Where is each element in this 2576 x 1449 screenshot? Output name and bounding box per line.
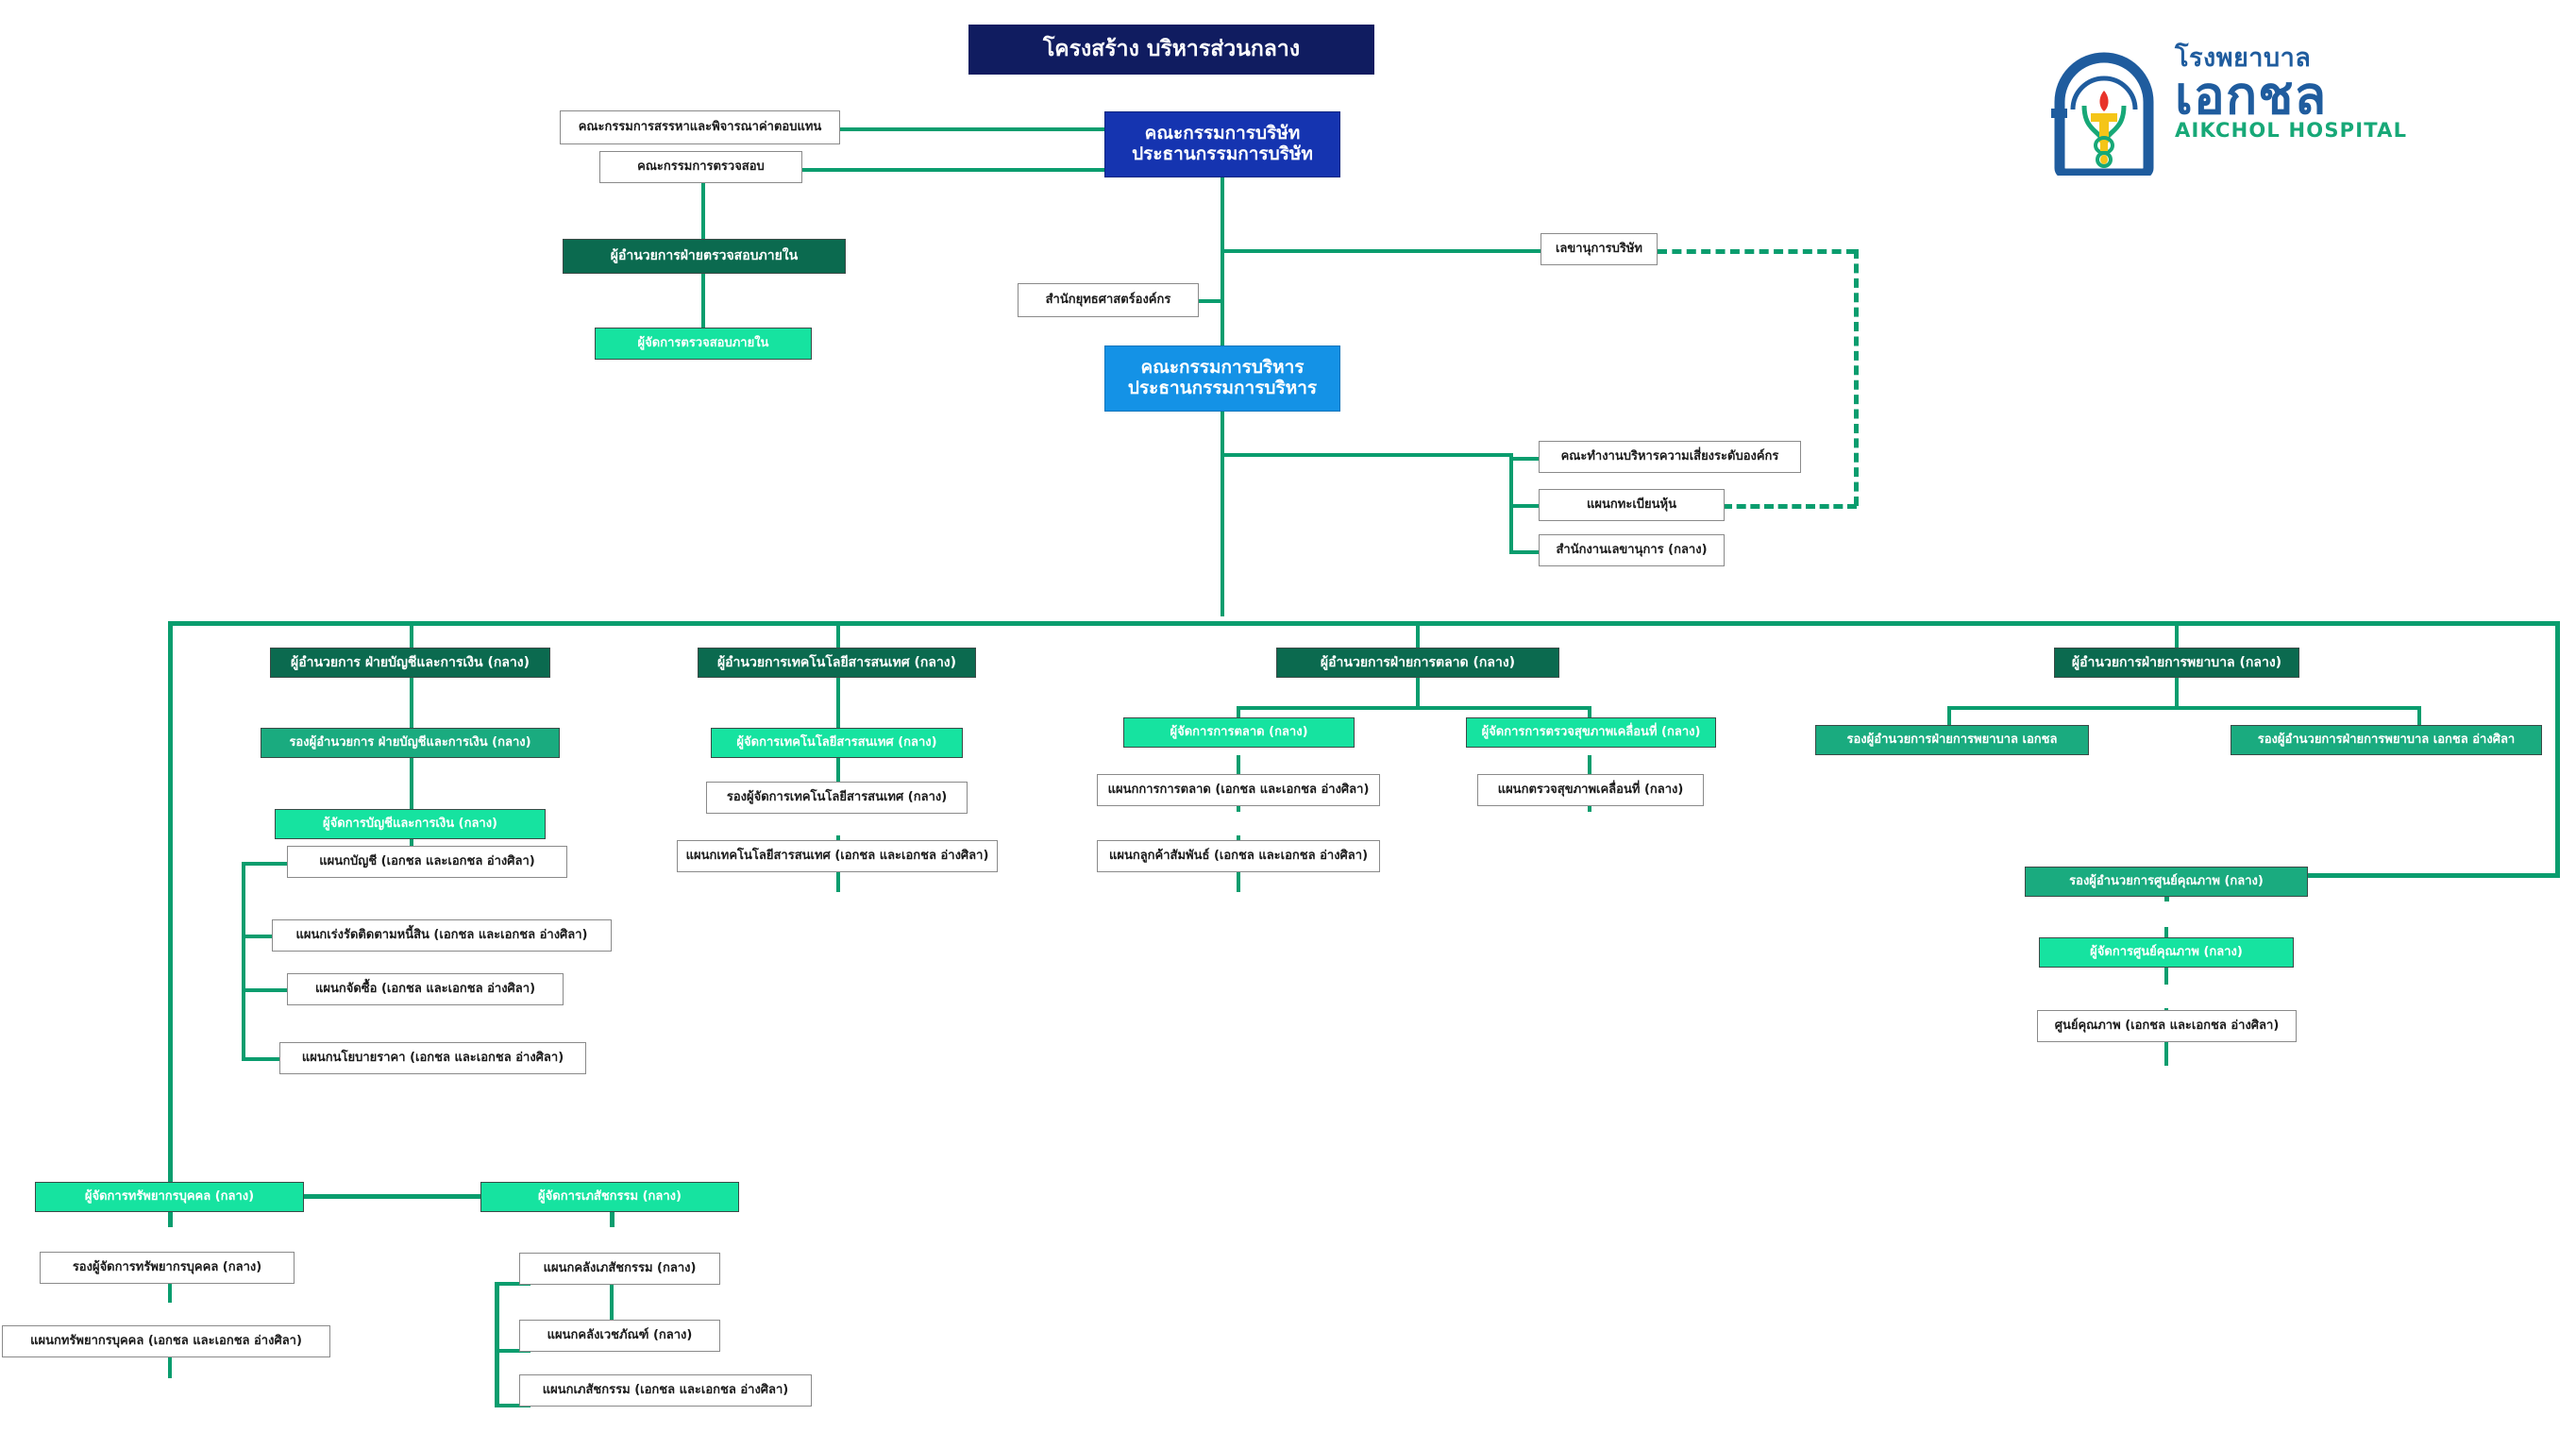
node-finance-manager[interactable]: ผู้จัดการบัญชีและการเงิน (กลาง) <box>275 809 546 839</box>
node-pharmacy-manager[interactable]: ผู้จัดการเภสัชกรรม (กลาง) <box>480 1182 739 1212</box>
node-quality-center[interactable]: ศูนย์คุณภาพ (เอกชล และเอกชล อ่างศิลา) <box>2037 1010 2297 1042</box>
line-it-dir-to-manager <box>836 674 840 731</box>
line-pharmacy-rail-to-dept <box>495 1404 530 1407</box>
node-medical-supplies-store-dept[interactable]: แผนกคลังเวชภัณฑ์ (กลาง) <box>519 1320 720 1352</box>
dashed-line-to-share-registrar <box>1723 504 1857 509</box>
line-bottom-branch-horizontal <box>168 1194 615 1199</box>
line-finance-dir-to-deputy <box>410 674 413 731</box>
line-marketing-split <box>1237 706 1591 710</box>
node-quality-deputy-director[interactable]: รองผู้อำนวยการศูนย์คุณภาพ (กลาง) <box>2025 867 2308 897</box>
line-finance-rail-to-debt <box>242 935 274 938</box>
node-company-secretary[interactable]: เลขานุการบริษัท <box>1541 233 1658 265</box>
line-finance-rail-to-accounting <box>242 862 289 866</box>
main-bus-horizontal <box>168 621 2560 626</box>
node-it-manager[interactable]: ผู้จัดการเทคโนโลยีสารสนเทศ (กลาง) <box>711 728 963 758</box>
node-pharmacy-dept[interactable]: แผนกเภสัชกรรม (เอกชล และเอกชล อ่างศิลา) <box>519 1374 812 1407</box>
node-risk-management-working-group[interactable]: คณะทำงานบริหารความเสี่ยงระดับองค์กร <box>1539 441 1801 473</box>
node-nursing-director[interactable]: ผู้อำนวยการฝ่ายการพยาบาล (กลาง) <box>2054 648 2299 678</box>
node-mobile-health-check-manager[interactable]: ผู้จัดการการตรวจสุขภาพเคลื่อนที่ (กลาง) <box>1466 717 1716 748</box>
dashed-line-secretary-right <box>1658 249 1856 254</box>
node-share-registrar-dept[interactable]: แผนกทะเบียนหุ้น <box>1539 489 1725 521</box>
line-board-spine <box>1221 177 1224 357</box>
line-audit-to-board <box>802 168 1104 172</box>
line-pharmacy-mgr-down <box>610 1254 614 1322</box>
drop-to-marketing-director <box>1416 621 1420 648</box>
node-pharmacy-store-dept[interactable]: แผนกคลังเภสัชกรรม (กลาง) <box>519 1253 720 1285</box>
line-finance-deputy-to-manager <box>410 755 413 812</box>
page-title: โครงสร้าง บริหารส่วนกลาง <box>968 25 1374 75</box>
dashed-line-vertical <box>1854 249 1859 506</box>
aikchol-caduceus-arch-mark <box>2046 47 2162 179</box>
logo-thai-line1: โรงพยาบาล <box>2175 43 2312 73</box>
line-iad-down <box>701 274 705 335</box>
line-pharmacy-rail-to-medsupply <box>495 1349 530 1353</box>
node-finance-director[interactable]: ผู้อำนวยการ ฝ่ายบัญชีและการเงิน (กลาง) <box>270 648 550 678</box>
line-finance-rail-to-procurement <box>242 988 289 992</box>
node-internal-audit-manager[interactable]: ผู้จัดการตรวจสอบภายใน <box>595 328 812 360</box>
node-nursing-deputy-angsila[interactable]: รองผู้อำนวยการฝ่ายการพยาบาล เอกชล อ่างศิ… <box>2231 725 2542 755</box>
node-it-deputy-manager[interactable]: รองผู้จัดการเทคโนโลยีสารสนเทศ (กลาง) <box>706 782 968 814</box>
node-marketing-dept[interactable]: แผนกการการตลาด (เอกชล และเอกชล อ่างศิลา) <box>1097 774 1380 806</box>
line-audit-down <box>701 179 705 241</box>
node-accounting-dept[interactable]: แผนกบัญชี (เอกชล และเอกชล อ่างศิลา) <box>287 846 567 878</box>
logo-text: โรงพยาบาล เอกชล AIKCHOL HOSPITAL <box>2175 45 2413 174</box>
line-pharmacy-rail <box>495 1282 499 1407</box>
line-risk-stub <box>1509 457 1541 461</box>
line-nursing-split <box>1947 706 2421 710</box>
line-finance-manager-to-accounting <box>410 835 413 854</box>
drop-to-it-director <box>836 621 840 648</box>
line-pharmacy-rail-to-store <box>495 1282 530 1286</box>
node-marketing-director[interactable]: ผู้อำนวยการฝ่ายการตลาด (กลาง) <box>1276 648 1559 678</box>
node-customer-relations-dept[interactable]: แผนกลูกค้าสัมพันธ์ (เอกชล และเอกชล อ่างศ… <box>1097 840 1380 872</box>
main-bus-left-vertical <box>168 621 173 1198</box>
drop-to-nursing-director <box>2175 621 2179 648</box>
line-nursing-right-leg <box>2417 706 2421 731</box>
node-nomination-committee[interactable]: คณะกรรมการสรรหาและพิจารณาค่าตอบแทน <box>560 110 840 144</box>
node-secretariat-office-central[interactable]: สำนักงานเลขานุการ (กลาง) <box>1539 534 1725 566</box>
line-exec-to-right-branch <box>1221 453 1513 457</box>
line-share-stub <box>1509 504 1541 508</box>
line-quality-branch-horizontal <box>2164 873 2560 878</box>
line-marketing-dir-down <box>1416 674 1420 708</box>
node-internal-audit-director[interactable]: ผู้อำนวยการฝ่ายตรวจสอบภายใน <box>563 239 846 274</box>
line-board-to-secretary <box>1221 249 1541 253</box>
line-exec-spine-down <box>1221 412 1224 616</box>
node-quality-manager[interactable]: ผู้จัดการศูนย์คุณภาพ (กลาง) <box>2039 937 2294 968</box>
line-secretariat-stub <box>1509 550 1541 554</box>
main-bus-right-vertical <box>2555 621 2560 877</box>
node-audit-committee[interactable]: คณะกรรมการตรวจสอบ <box>599 151 802 183</box>
logo-thai-line2: เอกชล <box>2175 65 2328 126</box>
node-procurement-dept[interactable]: แผนกจัดซื้อ (เอกชล และเอกชล อ่างศิลา) <box>287 973 564 1005</box>
line-finance-rail-to-pricing <box>242 1057 281 1061</box>
node-it-director[interactable]: ผู้อำนวยการเทคโนโลยีสารสนเทศ (กลาง) <box>698 648 976 678</box>
node-hr-dept[interactable]: แผนกทรัพยากรบุคคล (เอกชล และเอกชล อ่างศิ… <box>2 1325 330 1357</box>
line-finance-rail <box>242 862 245 1061</box>
line-nursing-left-leg <box>1947 706 1951 731</box>
node-executive-committee[interactable]: คณะกรรมการบริหาร ประธานกรรมการบริหาร <box>1104 345 1340 412</box>
node-it-dept[interactable]: แผนกเทคโนโลยีสารสนเทศ (เอกชล และเอกชล อ่… <box>677 840 998 872</box>
node-corporate-strategy-office[interactable]: สำนักยุทธศาสตร์องค์กร <box>1018 283 1199 317</box>
node-hr-deputy-manager[interactable]: รองผู้จัดการทรัพยากรบุคคล (กลาง) <box>40 1252 295 1284</box>
node-board-of-directors[interactable]: คณะกรรมการบริษัท ประธานกรรมการบริษัท <box>1104 111 1340 177</box>
node-nursing-deputy-aikchol[interactable]: รองผู้อำนวยการฝ่ายการพยาบาล เอกชล <box>1815 725 2089 755</box>
node-debt-collection-dept[interactable]: แผนกเร่งรัดติดตามหนี้สิน (เอกชล และเอกชล… <box>272 919 612 952</box>
hospital-logo: โรงพยาบาล เอกชล AIKCHOL HOSPITAL <box>2046 45 2415 179</box>
line-strategy-to-spine <box>1199 299 1224 303</box>
node-mobile-health-check-dept[interactable]: แผนกตรวจสุขภาพเคลื่อนที่ (กลาง) <box>1477 774 1704 806</box>
line-nursing-dir-down <box>2175 674 2179 708</box>
line-right-branch-vert <box>1509 453 1513 553</box>
drop-to-finance-director <box>410 621 413 648</box>
node-hr-manager[interactable]: ผู้จัดการทรัพยากรบุคคล (กลาง) <box>35 1182 304 1212</box>
node-pricing-policy-dept[interactable]: แผนกนโยบายราคา (เอกชล และเอกชล อ่างศิลา) <box>279 1042 586 1074</box>
line-nomination-to-board <box>840 127 1104 131</box>
node-finance-deputy-director[interactable]: รองผู้อำนวยการ ฝ่ายบัญชีและการเงิน (กลาง… <box>261 728 560 758</box>
node-marketing-manager[interactable]: ผู้จัดการการตลาด (กลาง) <box>1123 717 1355 748</box>
logo-english: AIKCHOL HOSPITAL <box>2175 119 2408 143</box>
